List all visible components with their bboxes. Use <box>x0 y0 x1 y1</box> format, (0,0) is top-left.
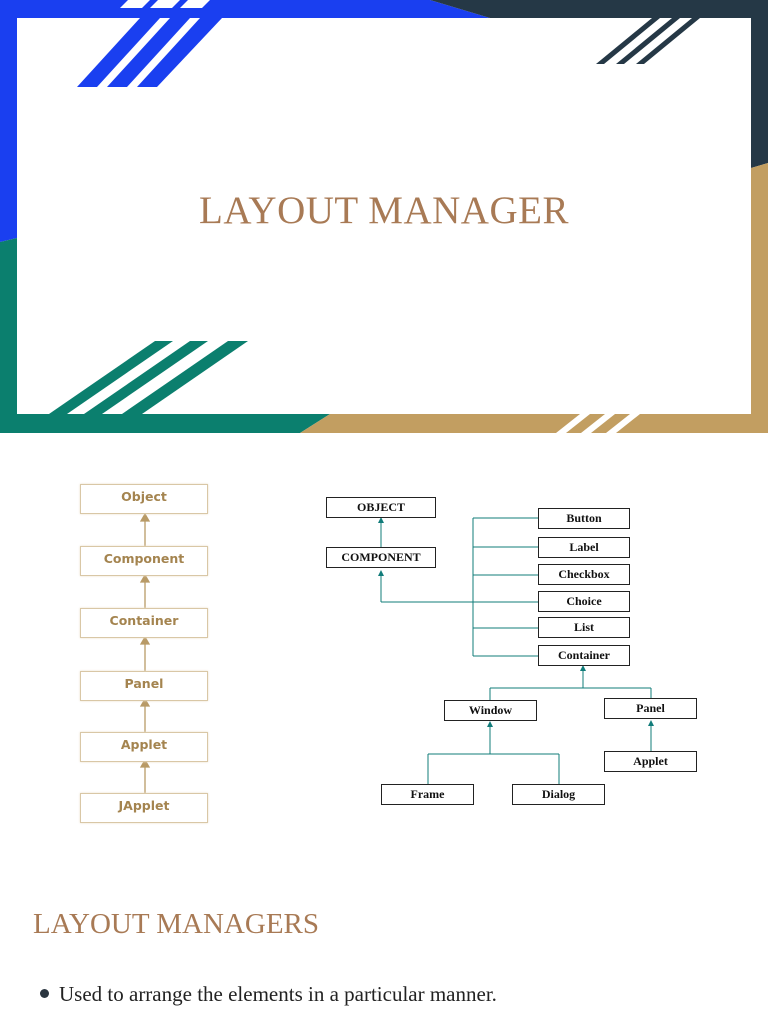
bullet-item: Used to arrange the elements in a partic… <box>40 982 497 1007</box>
layout-managers-slide: LAYOUT MANAGERS Used to arrange the elem… <box>0 863 768 1024</box>
tree-applet-box: Applet <box>604 751 697 772</box>
tree-container-box: Container <box>538 645 630 666</box>
tree-window-box: Window <box>444 700 537 721</box>
tree-list-box: List <box>538 617 630 638</box>
chain-japplet-box: JApplet <box>80 793 208 823</box>
slide-title: LAYOUT MANAGER <box>199 189 569 232</box>
tree-choice-box: Choice <box>538 591 630 612</box>
hierarchy-connectors <box>139 512 654 793</box>
title-slide: LAYOUT MANAGER <box>0 0 768 433</box>
slide-decoration <box>0 0 768 433</box>
chain-object-box: Object <box>80 484 208 514</box>
tree-button-box: Button <box>538 508 630 529</box>
chain-container-box: Container <box>80 608 208 638</box>
tree-panel-box: Panel <box>604 698 697 719</box>
hierarchy-slide: Object Component Container Panel Applet … <box>0 433 768 863</box>
tree-dialog-box: Dialog <box>512 784 605 805</box>
tree-component-box: COMPONENT <box>326 547 436 568</box>
chain-component-box: Component <box>80 546 208 576</box>
chain-applet-box: Applet <box>80 732 208 762</box>
bullet-text: Used to arrange the elements in a partic… <box>59 982 497 1006</box>
tree-frame-box: Frame <box>381 784 474 805</box>
tree-object-box: OBJECT <box>326 497 436 518</box>
chain-panel-box: Panel <box>80 671 208 701</box>
slide-heading: LAYOUT MANAGERS <box>33 908 320 940</box>
bullet-icon <box>40 989 49 998</box>
tree-checkbox-box: Checkbox <box>538 564 630 585</box>
tree-label-box: Label <box>538 537 630 558</box>
